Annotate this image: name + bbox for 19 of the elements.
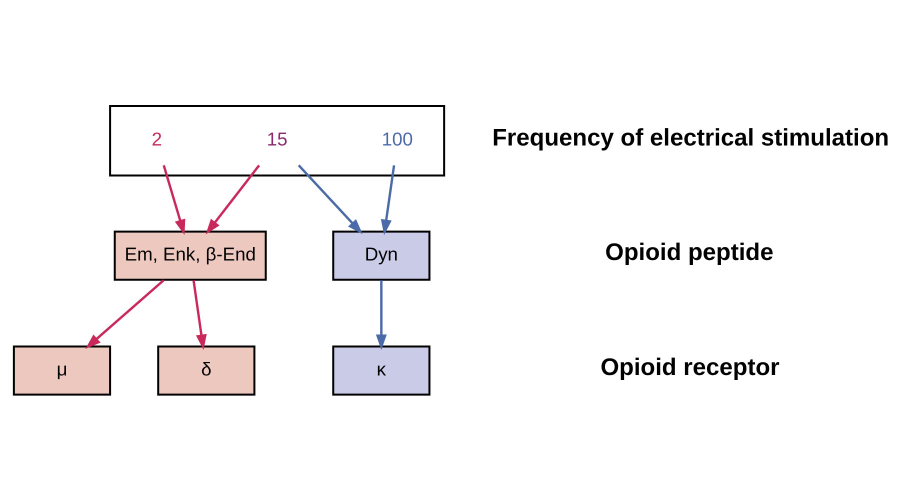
arrow	[206, 164, 260, 234]
node-text: 15	[266, 128, 288, 150]
node-box: δ	[157, 346, 256, 396]
label: Frequency of electrical stimulation	[492, 124, 890, 152]
node-box: Em, Enk, β-End	[114, 230, 267, 281]
node-box: μ	[12, 346, 112, 396]
label: Opioid peptide	[605, 239, 774, 266]
node-box: κ	[332, 346, 430, 396]
arrow	[376, 280, 387, 350]
arrow	[192, 280, 207, 350]
arrow	[298, 164, 363, 234]
arrow	[85, 279, 164, 349]
arrow	[162, 165, 186, 235]
node-text: 100	[382, 128, 413, 150]
label: Opioid receptor	[600, 354, 780, 382]
node-text: 2	[152, 128, 162, 150]
node-box: Dyn	[332, 230, 430, 281]
arrow	[380, 165, 396, 236]
cluster	[109, 105, 446, 177]
